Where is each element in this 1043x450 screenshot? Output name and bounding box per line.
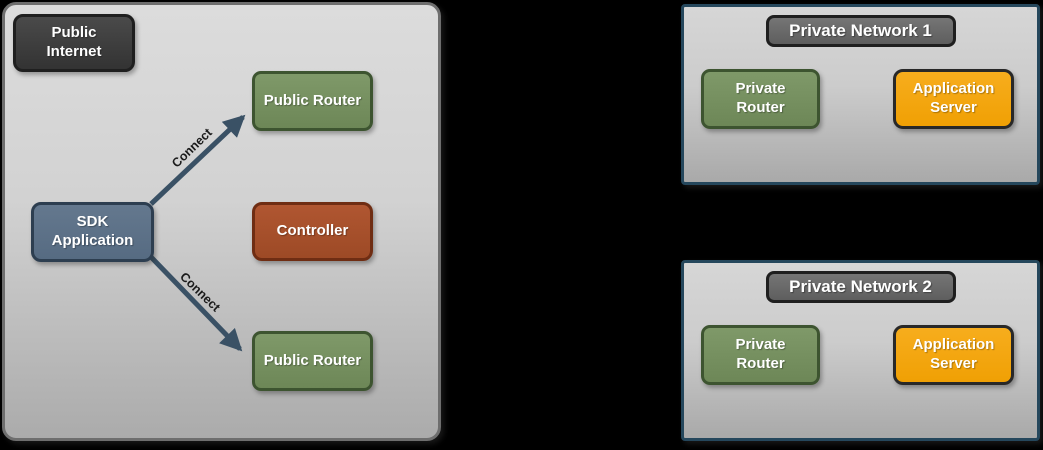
connect-arrow-top <box>149 114 246 206</box>
private-network-2: Private Network 2 Private Router Applica… <box>681 260 1040 441</box>
private-network-1-application-server-node: Application Server <box>893 69 1014 129</box>
public-internet-zone: Connect Connect Public Internet Public R… <box>2 2 441 441</box>
connect-arrow-bottom <box>149 255 243 352</box>
public-internet-label: Public Internet <box>13 14 135 72</box>
private-network-1-application-server-label: Application Server <box>912 80 995 116</box>
private-network-1-title: Private Network 1 <box>765 15 956 47</box>
private-network-2-private-router-node: Private Router <box>701 325 820 385</box>
private-network-1: Private Network 1 Private Router Applica… <box>681 4 1040 185</box>
public-router-top-node: Public Router <box>252 71 373 131</box>
private-network-2-title: Private Network 2 <box>765 271 956 303</box>
private-network-2-private-router-label: Private Router <box>735 336 786 372</box>
public-internet-label-text: Public Internet <box>46 24 102 60</box>
private-network-2-application-server-label: Application Server <box>912 336 995 372</box>
sdk-application-label: SDK Application <box>51 213 134 249</box>
public-router-bottom-node: Public Router <box>252 331 373 391</box>
private-network-2-application-server-node: Application Server <box>893 325 1014 385</box>
connect-label-top: Connect <box>169 125 215 171</box>
private-network-1-private-router-label: Private Router <box>735 80 786 116</box>
public-router-top-label: Public Router <box>263 91 362 109</box>
controller-label: Controller <box>276 222 349 240</box>
sdk-application-node: SDK Application <box>31 202 154 262</box>
connect-label-bottom: Connect <box>177 269 223 315</box>
private-network-1-private-router-node: Private Router <box>701 69 820 129</box>
public-router-bottom-label: Public Router <box>263 351 362 369</box>
controller-node: Controller <box>252 202 373 261</box>
